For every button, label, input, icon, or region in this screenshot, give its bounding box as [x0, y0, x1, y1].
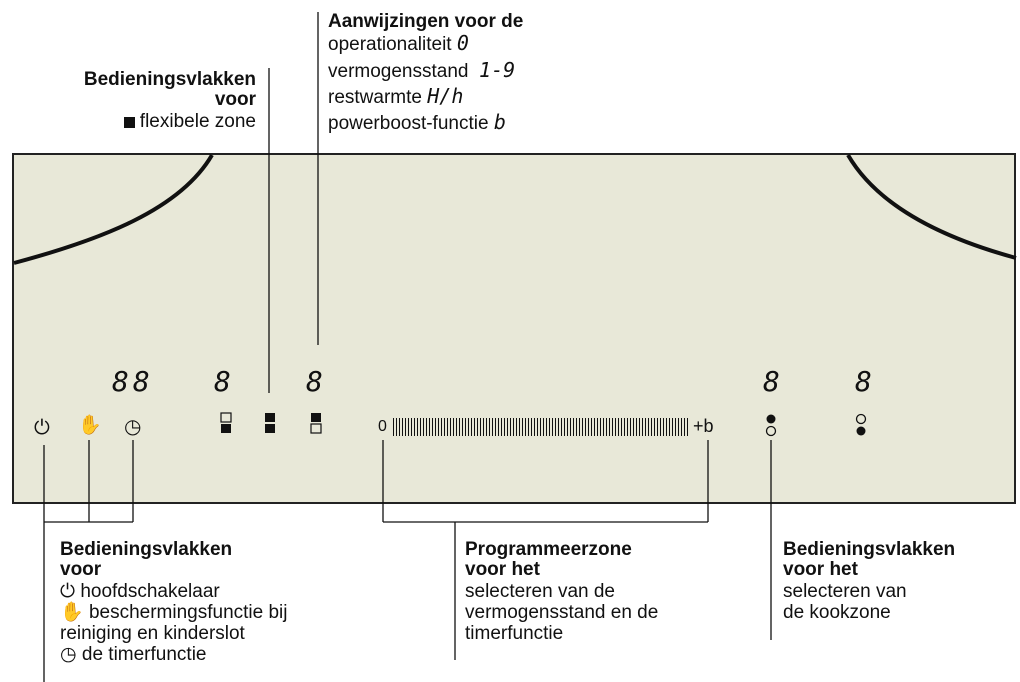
bottom-left-line-1-text: hoofdschakelaar [80, 581, 220, 602]
slider-start-label: 0 [378, 418, 387, 435]
line-2-code: 1-9 [479, 58, 516, 82]
top-left-item-label: flexibele zone [139, 111, 256, 132]
top-left-title-1: Bedieningsvlakken [83, 69, 256, 90]
bottom-middle-line-2: vermogensstand en de [465, 602, 659, 623]
bottom-left-line-4: ◷ de timerfunctie [60, 645, 207, 665]
bottom-left-title-1: Bedieningsvlakken [60, 539, 233, 560]
bottom-right-line-2: de kookzone [783, 602, 891, 623]
bottom-left-line-2: ✋ beschermingsfunctie bij [60, 603, 288, 623]
top-center-title: Aanwijzingen voor de [328, 11, 524, 32]
timer-icon[interactable]: ◷ [124, 416, 142, 438]
zone-square-icon [123, 117, 135, 128]
bottom-middle-title-1: Programmeerzone [465, 539, 632, 560]
bottom-right-title-2: voor het [783, 559, 858, 580]
top-center-line-4: powerboost-functie b [328, 112, 506, 134]
hand-protect-icon-small: ✋ [60, 602, 84, 623]
bottom-middle-title-2: voor het [465, 559, 540, 580]
line-4-text: powerboost-functie [328, 113, 489, 134]
top-center-line-3: restwarmte H/h [328, 86, 463, 108]
hand-protect-icon[interactable]: ✋ [78, 415, 102, 436]
bottom-right-title-1: Bedieningsvlakken [783, 539, 956, 560]
bottom-left-line-2-text: beschermingsfunctie bij [88, 602, 288, 623]
bottom-left-line-4-text: de timerfunctie [81, 644, 207, 665]
power-slider[interactable] [393, 418, 689, 436]
display-right-b: 8 [855, 365, 876, 398]
power-icon[interactable]: ⏻ [34, 417, 50, 439]
line-4-code: b [493, 110, 506, 134]
bottom-left-line-1: ⏻ hoofdschakelaar [60, 582, 220, 602]
line-2-text: vermogensstand [328, 61, 469, 82]
timer-icon-small: ◷ [60, 644, 77, 665]
cooktop-panel [12, 153, 1016, 504]
bottom-middle-line-3: timerfunctie [465, 623, 564, 644]
top-left-item: flexibele zone [0, 112, 256, 132]
bottom-left-line-3: reiniging en kinderslot [60, 623, 245, 644]
bottom-left-title-2: voor [60, 559, 102, 580]
display-left-pair: 88 [112, 365, 154, 398]
display-right-a: 8 [763, 365, 784, 398]
bottom-middle-line-1: selecteren van de [465, 581, 615, 602]
line-3-text: restwarmte [328, 87, 422, 108]
display-zone-right: 8 [306, 365, 327, 398]
display-zone-left: 8 [214, 365, 235, 398]
line-1-text: operationaliteit [328, 34, 452, 55]
top-left-title-2: voor [214, 89, 256, 110]
power-icon-small: ⏻ [60, 581, 76, 602]
line-3-code: H/h [427, 84, 464, 108]
line-1-code: 0 [456, 31, 469, 55]
slider-end-label: +b [693, 416, 714, 436]
bottom-right-line-1: selecteren van [783, 581, 907, 602]
top-center-line-2: vermogensstand 1-9 [328, 60, 515, 82]
top-center-line-1: operationaliteit 0 [328, 33, 469, 55]
